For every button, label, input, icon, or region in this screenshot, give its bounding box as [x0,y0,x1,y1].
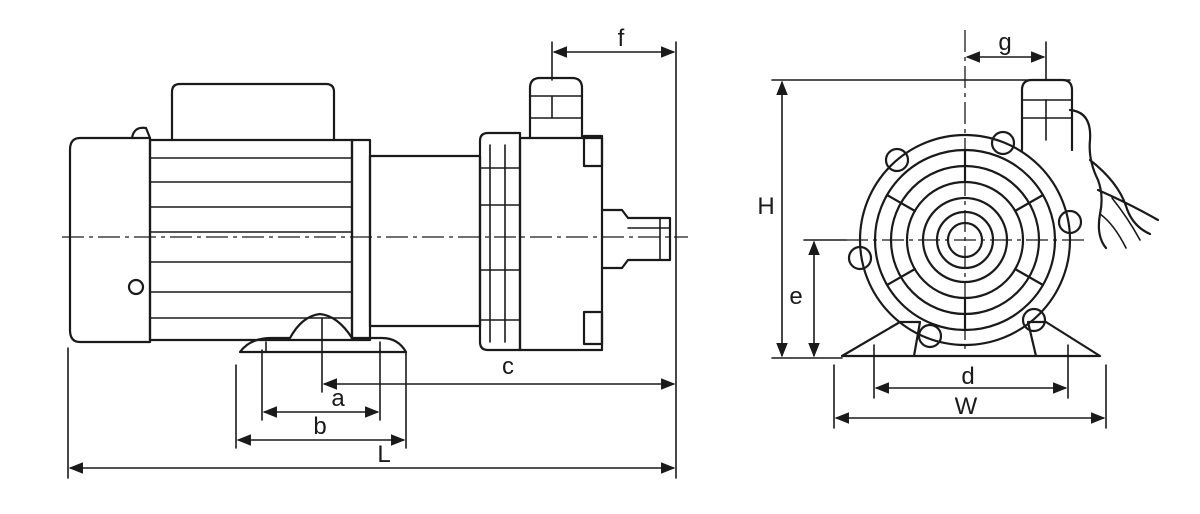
casing-bolt-top [582,134,604,168]
inlet-port [600,208,672,270]
dimension-label-e: e [789,283,802,310]
shaft-housing [368,154,482,328]
front-outlet-port [1020,78,1074,152]
motor-body [148,138,354,342]
side-view: f c a b L [62,25,688,479]
bolt-head [847,245,873,271]
dimension-label-L: L [377,441,390,468]
bolt-head [1021,307,1047,333]
lifting-lug [130,126,152,140]
power-cable [1068,108,1160,250]
motor-fins [149,157,353,319]
dimension-label-b: b [313,413,326,440]
casing-bolt-bottom [582,310,604,346]
dimension-label-W: W [955,393,978,420]
bolt-head [1057,209,1083,235]
motor-end-cap [68,136,152,344]
pump-casing [478,131,522,352]
outlet-port [528,76,584,140]
motor-screw [127,278,145,296]
bolt-head [884,147,910,173]
dimension-label-H: H [757,193,774,220]
dimension-label-g: g [998,29,1011,56]
bolt-head [917,323,943,349]
front-extension-lines [771,41,1107,429]
motor-foot [238,312,408,354]
dimension-label-f: f [618,25,625,52]
dimension-label-a: a [331,385,345,412]
front-bolts [847,130,1083,349]
bolt-head [990,130,1016,156]
front-base [840,320,1102,358]
terminal-box [170,82,336,142]
motor-flange [350,138,372,342]
pump-body [518,136,604,352]
dimension-label-d: d [961,363,974,390]
dimension-label-c: c [502,353,514,380]
front-view: g H e d W [757,29,1160,429]
side-extension-lines [67,41,677,479]
